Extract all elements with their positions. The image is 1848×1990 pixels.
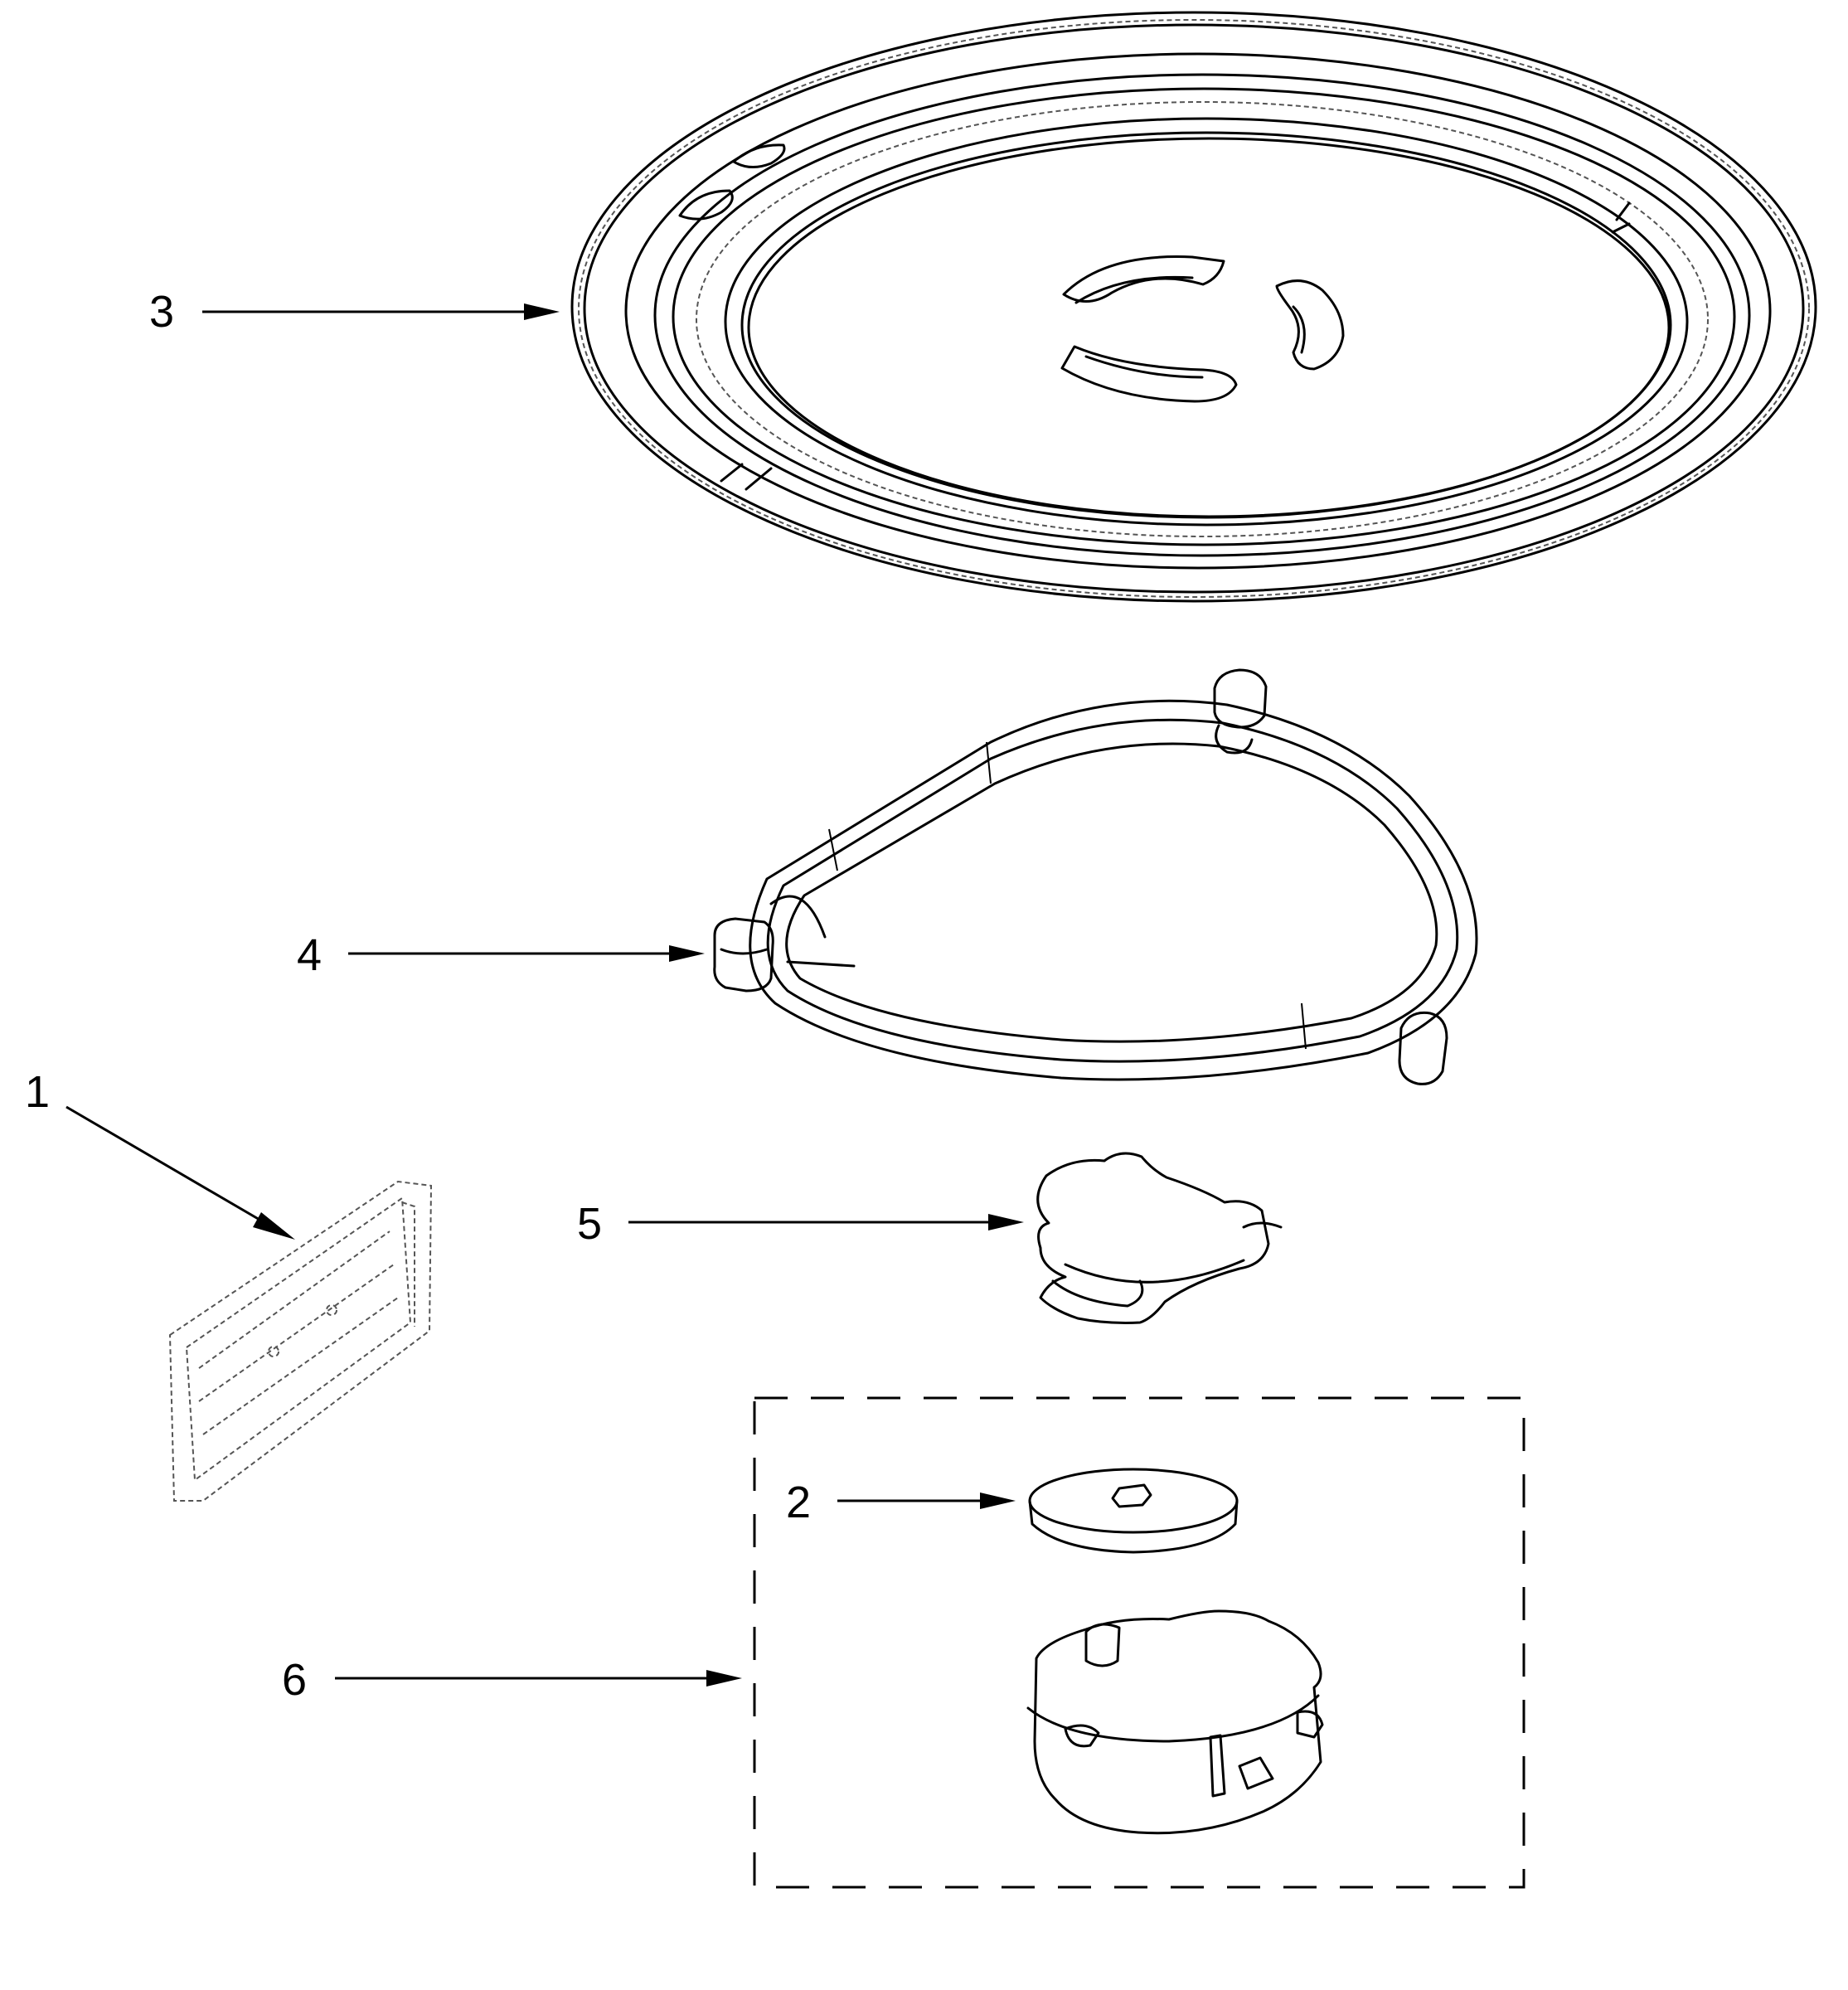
roller-ring — [713, 668, 1478, 1085]
callout-arrow-3 — [202, 303, 560, 320]
coupler-hub — [1036, 1152, 1283, 1324]
turntable-tray — [570, 11, 1817, 603]
drive-disc — [1028, 1468, 1239, 1554]
turntable-motor — [1026, 1609, 1324, 1835]
callout-label-6: 6 — [282, 1655, 307, 1705]
callout-arrow-2 — [837, 1492, 1016, 1509]
callout-label-1: 1 — [25, 1067, 50, 1117]
roller-left — [713, 917, 774, 993]
callout-label-4: 4 — [297, 930, 322, 980]
tray-hub-ribs — [1060, 255, 1345, 403]
callout-arrow-5 — [628, 1214, 1024, 1230]
roller-right — [1398, 1011, 1448, 1085]
roller-top — [1213, 668, 1268, 755]
assembly-box — [753, 1396, 1525, 1889]
callout-label-5: 5 — [577, 1199, 602, 1249]
callout-arrow-4 — [348, 945, 705, 962]
callout-label-3: 3 — [149, 287, 174, 337]
callout-arrow-1 — [65, 1105, 295, 1240]
callout-label-2: 2 — [786, 1478, 811, 1527]
mounting-plate — [168, 1180, 433, 1502]
callout-arrow-6 — [335, 1670, 742, 1687]
